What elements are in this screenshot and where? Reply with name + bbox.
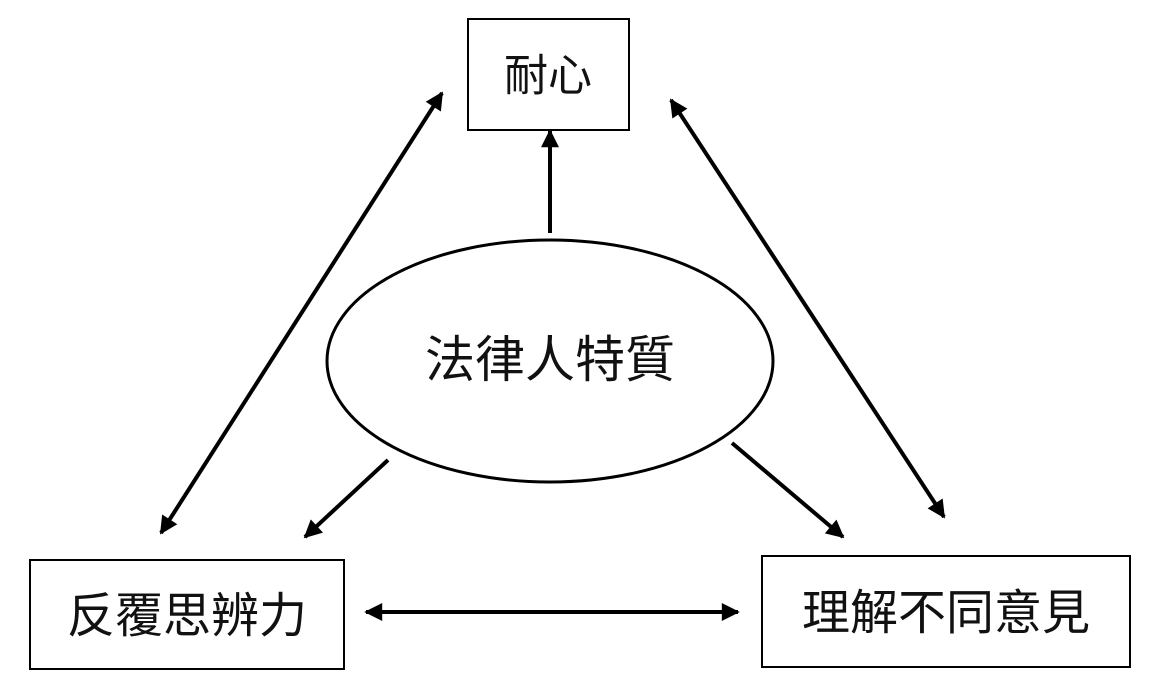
arrow-reasoning-patience <box>159 91 444 535</box>
node-legal-traits-label: 法律人特質 <box>425 331 675 389</box>
node-legal-traits: 法律人特質 <box>325 238 775 484</box>
node-reflective-reasoning-label: 反覆思辨力 <box>67 588 307 644</box>
node-reflective-reasoning: 反覆思辨力 <box>29 559 345 670</box>
node-patience-label: 耐心 <box>504 51 592 102</box>
arrow-center-to-understanding <box>730 441 845 539</box>
arrow-center-to-reasoning <box>303 458 390 539</box>
node-patience-box <box>467 18 630 131</box>
node-understanding-views-label: 理解不同意見 <box>802 585 1090 641</box>
node-reflective-reasoning-box <box>29 559 345 670</box>
node-understanding-views-box <box>761 555 1131 668</box>
node-understanding-views: 理解不同意見 <box>761 555 1131 668</box>
node-patience: 耐心 <box>467 18 630 131</box>
arrow-patience-understanding <box>669 98 946 519</box>
